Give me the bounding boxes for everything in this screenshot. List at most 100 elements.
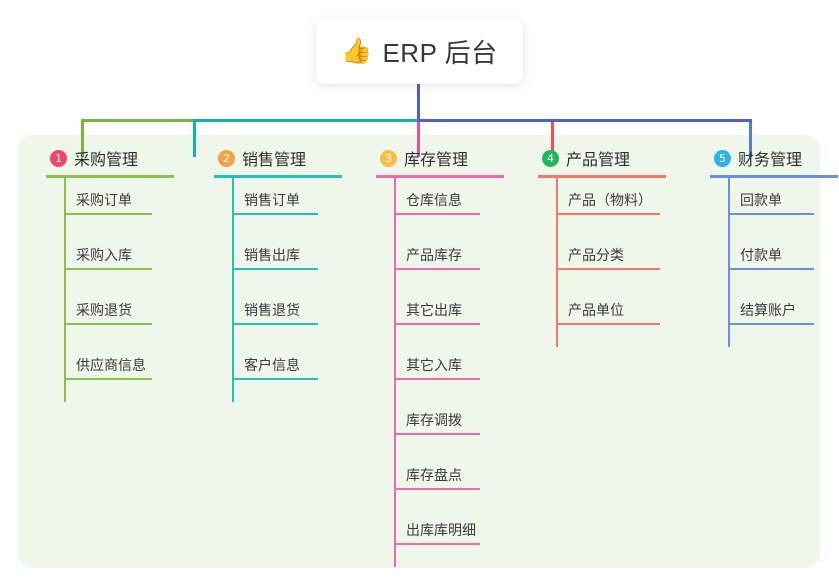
branch-item-label: 付款单 xyxy=(740,247,782,263)
list-item[interactable]: 产品单位 xyxy=(520,284,680,339)
list-item[interactable]: 产品（物料） xyxy=(520,174,680,229)
branch-item-underline xyxy=(728,323,814,325)
branch-header-underline xyxy=(376,175,504,178)
branch-item-underline xyxy=(64,323,152,325)
root-node-title: ERP 后台 xyxy=(382,37,498,68)
connector-bus-segment-1 xyxy=(81,119,193,122)
branch-spine xyxy=(556,178,558,347)
branch-item-label: 仓库信息 xyxy=(406,192,462,208)
branch-item-list: 采购订单采购入库采购退货供应商信息 xyxy=(28,174,188,394)
list-item[interactable]: 付款单 xyxy=(692,229,839,284)
connector-drop-2 xyxy=(193,122,196,157)
branch-item-label: 客户信息 xyxy=(244,357,300,373)
branch-item-label: 结算账户 xyxy=(740,302,796,318)
branch-item-underline xyxy=(556,268,660,270)
diagram-board xyxy=(18,135,820,568)
branch-item-underline xyxy=(394,378,480,380)
branch-item-label: 产品库存 xyxy=(406,247,462,263)
root-connector-stem xyxy=(417,84,420,120)
branch-column-财务管理: 5 财务管理回款单付款单结算账户 xyxy=(692,142,839,347)
branch-item-underline xyxy=(394,543,480,545)
connector-bus-segment-3 xyxy=(417,119,752,122)
list-item[interactable]: 客户信息 xyxy=(196,339,356,394)
branch-item-underline xyxy=(232,213,318,215)
branch-index-badge: 1 xyxy=(50,149,67,167)
branch-item-underline xyxy=(64,268,152,270)
list-item[interactable]: 采购入库 xyxy=(28,229,188,284)
connector-drop-3 xyxy=(417,122,420,157)
list-item[interactable]: 销售出库 xyxy=(196,229,356,284)
list-item[interactable]: 其它入库 xyxy=(358,339,518,394)
branch-item-underline xyxy=(394,323,480,325)
branch-header-underline xyxy=(46,175,174,178)
branch-index-badge: 5 xyxy=(714,149,731,167)
list-item[interactable]: 库存盘点 xyxy=(358,449,518,504)
branch-header-underline xyxy=(214,175,342,178)
list-item[interactable]: 销售订单 xyxy=(196,174,356,229)
connector-drop-4 xyxy=(551,122,554,157)
branch-spine xyxy=(64,178,66,402)
list-item[interactable]: 库存调拨 xyxy=(358,394,518,449)
branch-item-label: 销售退货 xyxy=(244,302,300,318)
branch-item-underline xyxy=(232,268,318,270)
branch-item-label: 出库库明细 xyxy=(406,522,476,538)
list-item[interactable]: 采购订单 xyxy=(28,174,188,229)
branch-column-产品管理: 4 产品管理产品（物料） 产品分类产品单位 xyxy=(520,142,680,347)
branch-item-label: 库存调拨 xyxy=(406,412,462,428)
list-item[interactable]: 回款单 xyxy=(692,174,839,229)
branch-header-财务管理[interactable]: 5 财务管理 xyxy=(692,142,839,178)
branch-item-label: 其它出库 xyxy=(406,302,462,318)
branch-item-label: 回款单 xyxy=(740,192,782,208)
connector-drop-5 xyxy=(749,122,752,157)
branch-item-list: 产品（物料） 产品分类产品单位 xyxy=(520,174,680,339)
list-item[interactable]: 供应商信息 xyxy=(28,339,188,394)
branch-item-list: 仓库信息产品库存其它出库其它入库库存调拨库存盘点出库库明细 xyxy=(358,174,518,559)
branch-title: 库存管理 xyxy=(404,152,469,169)
branch-item-underline xyxy=(64,213,152,215)
list-item[interactable]: 其它出库 xyxy=(358,284,518,339)
branch-title: 销售管理 xyxy=(242,152,307,169)
branch-item-underline xyxy=(394,268,480,270)
branch-item-underline xyxy=(394,488,480,490)
branch-item-label: 产品（物料） xyxy=(568,192,652,208)
branch-spine xyxy=(728,178,730,347)
branch-header-underline xyxy=(538,175,666,178)
list-item[interactable]: 销售退货 xyxy=(196,284,356,339)
branch-title: 产品管理 xyxy=(566,152,631,169)
branch-spine xyxy=(394,178,396,567)
root-node-erp-backend[interactable]: 👍 ERP 后台 xyxy=(316,18,523,84)
branch-item-label: 销售出库 xyxy=(244,247,300,263)
branch-header-产品管理[interactable]: 4 产品管理 xyxy=(520,142,680,178)
branch-item-underline xyxy=(232,323,318,325)
connector-drop-1 xyxy=(81,122,84,157)
branch-item-underline xyxy=(728,213,814,215)
branch-title: 财务管理 xyxy=(738,152,803,169)
thumbs-up-icon: 👍 xyxy=(341,36,373,65)
branch-item-label: 库存盘点 xyxy=(406,467,462,483)
branch-item-label: 采购入库 xyxy=(76,247,132,263)
branch-item-label: 产品分类 xyxy=(568,247,624,263)
branch-item-underline xyxy=(394,433,480,435)
connector-bus-segment-2 xyxy=(193,119,417,122)
branch-item-label: 供应商信息 xyxy=(76,357,146,373)
branch-index-badge: 4 xyxy=(542,149,559,167)
list-item[interactable]: 仓库信息 xyxy=(358,174,518,229)
branch-item-underline xyxy=(556,213,660,215)
branch-item-underline xyxy=(394,213,480,215)
list-item[interactable]: 出库库明细 xyxy=(358,504,518,559)
branch-item-list: 销售订单销售出库销售退货客户信息 xyxy=(196,174,356,394)
list-item[interactable]: 采购退货 xyxy=(28,284,188,339)
list-item[interactable]: 结算账户 xyxy=(692,284,839,339)
list-item[interactable]: 产品分类 xyxy=(520,229,680,284)
list-item[interactable]: 产品库存 xyxy=(358,229,518,284)
branch-header-underline xyxy=(710,175,838,178)
branch-item-label: 其它入库 xyxy=(406,357,462,373)
branch-item-underline xyxy=(556,323,660,325)
branch-item-label: 采购订单 xyxy=(76,192,132,208)
